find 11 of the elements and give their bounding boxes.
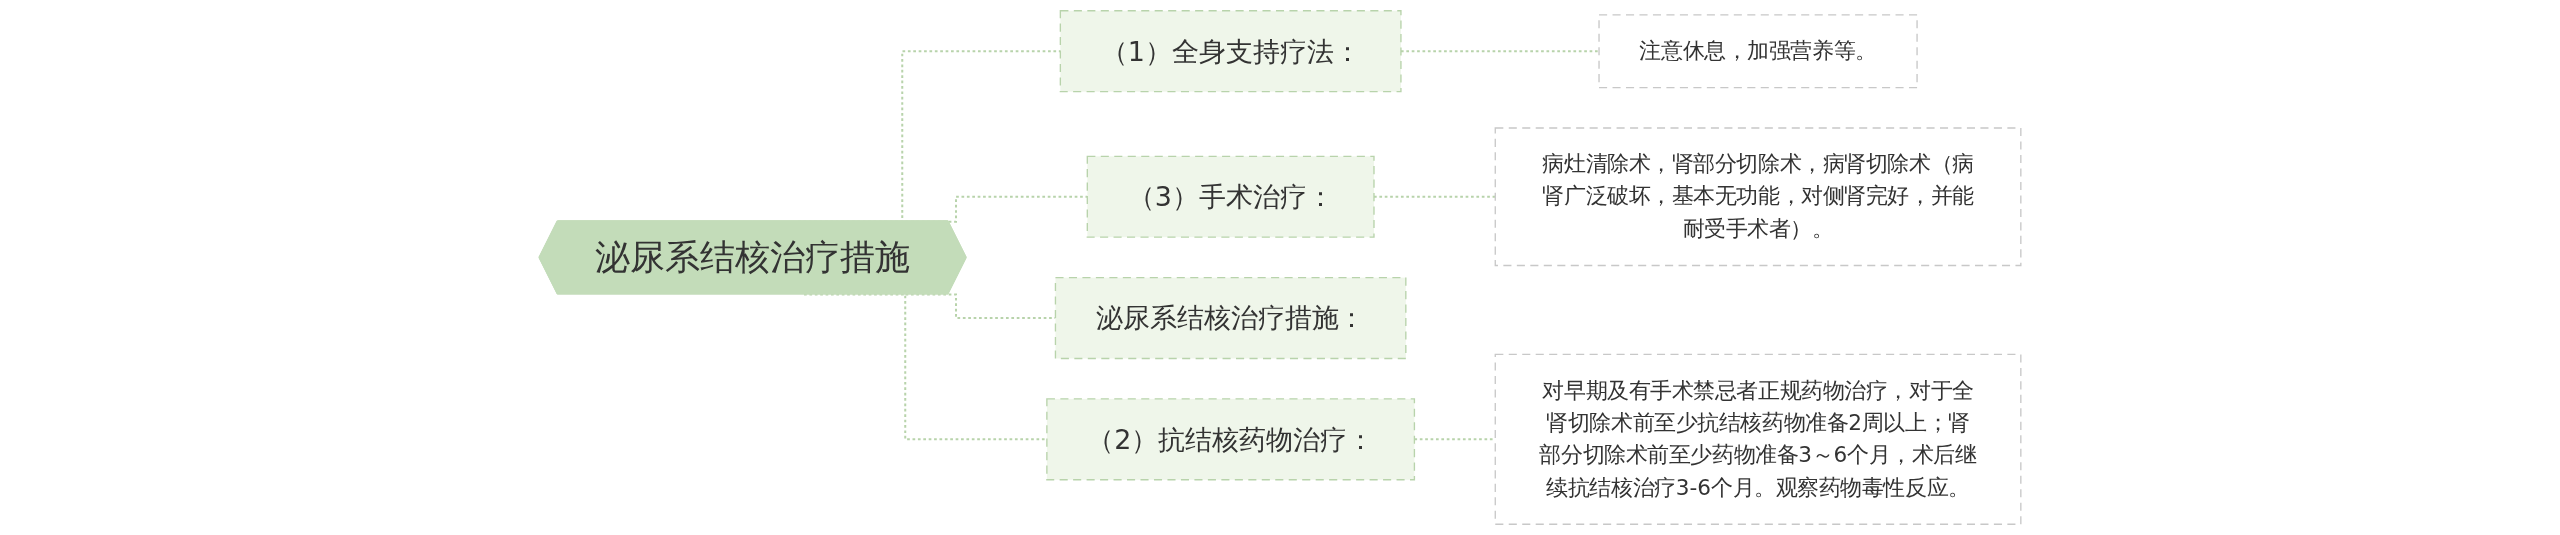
connector: [1374, 195, 1496, 198]
node-box: 注意休息，加强营养等。: [1598, 14, 1918, 89]
node-box: （1）全身支持疗法：: [1059, 10, 1402, 93]
connector: [804, 293, 1047, 441]
connector: [1414, 438, 1496, 441]
node-box: （3）手术治疗：: [1086, 155, 1375, 238]
node-box: 对早期及有手术禁忌者正规药物治疗，对于全肾切除术前至少抗结核药物准备2周以上；肾部分切除术前至少药物准备3～6个月，术后继续抗结核治疗3-6个月。观察药物毒性反应。: [1494, 353, 2022, 525]
node-box: 病灶清除术，肾部分切除术，病肾切除术（病肾广泛破坏，基本无功能，对侧肾完好，并能耐受手术者）。: [1494, 127, 2022, 267]
node-box: （2）抗结核药物治疗：: [1046, 398, 1416, 481]
connector: [1400, 50, 1600, 53]
node-box: 泌尿系结核治疗措施：: [1054, 276, 1407, 360]
